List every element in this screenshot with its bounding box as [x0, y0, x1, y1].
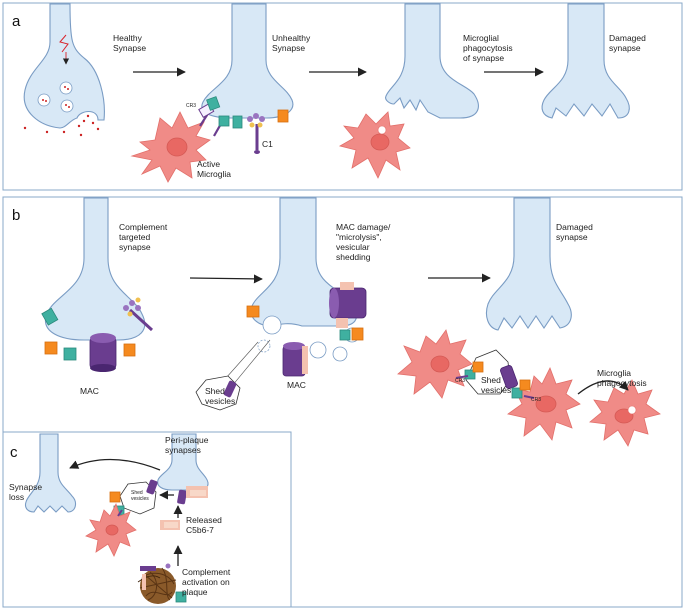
- damaged-synapse-b: [485, 197, 572, 331]
- healthy-synapse: [23, 3, 105, 137]
- mac-pore-large: [329, 282, 367, 328]
- cr3-label-b1: CR3: [455, 378, 465, 384]
- mac-pore: [89, 333, 117, 372]
- mac-label-b: MAC: [287, 380, 306, 390]
- damaged-synapse-a: [541, 3, 630, 119]
- microglia-cluster: [397, 329, 661, 447]
- lost-synapse: [24, 433, 77, 513]
- lightning-icon: [59, 34, 69, 53]
- arrow-b1: [189, 274, 263, 284]
- c1-label: C1: [262, 139, 273, 149]
- c1-complex-b: [123, 297, 154, 332]
- synapse-loss-arrow: [69, 458, 161, 471]
- mac-damage-synapse: [195, 197, 367, 411]
- c3-fragment: [232, 115, 243, 129]
- unhealthy-synapse: [130, 3, 294, 183]
- panel-b-label: b: [12, 207, 20, 224]
- amyloid-plaque: [137, 563, 187, 604]
- cr3-label: CR3: [186, 103, 196, 109]
- phagocytosis-arrow: [577, 380, 629, 395]
- vesicle-group: [37, 81, 74, 113]
- complement-targeted-synapse: [41, 197, 154, 372]
- mac-label: MAC: [80, 386, 99, 396]
- panel-a-label: a: [12, 13, 21, 30]
- c1-complex: [247, 113, 265, 154]
- neurotransmitter-dots: [23, 114, 100, 137]
- panel-c-label: c: [10, 444, 18, 461]
- mac-pore-b: [282, 342, 308, 377]
- panel-c-diagram: [24, 433, 209, 604]
- c4-fragment: [277, 109, 289, 123]
- cr3-label-b2: CR3: [531, 397, 541, 403]
- phagocytosis-stage: [338, 3, 479, 179]
